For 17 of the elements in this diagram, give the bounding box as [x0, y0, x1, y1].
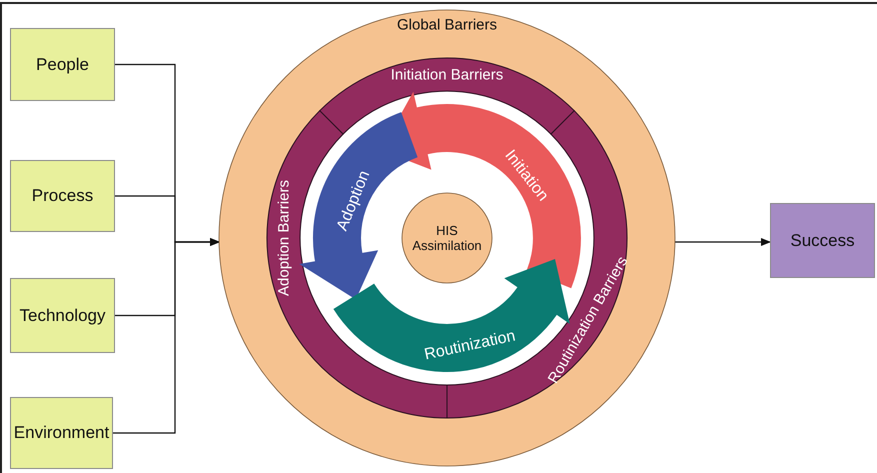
connector-arrow — [113, 238, 220, 434]
ring-label: Initiation Barriers — [390, 66, 504, 84]
ring-label: HIS Assimilation — [411, 223, 483, 253]
factor-box — [10, 160, 115, 232]
factor-box — [10, 28, 115, 101]
ring-label: Routinization — [422, 327, 517, 364]
connector-arrow — [674, 238, 771, 246]
box-label: People — [36, 54, 89, 74]
box-label: Environment — [14, 423, 110, 443]
box-label: Success — [790, 230, 855, 250]
outcome-box — [770, 203, 875, 278]
factor-box — [10, 278, 115, 353]
factor-box — [10, 397, 113, 469]
box-label: Process — [32, 186, 94, 206]
box-label: Technology — [19, 306, 106, 326]
ring-label: Global Barriers — [396, 16, 498, 34]
ring-label: Adoption Barriers — [276, 180, 292, 296]
